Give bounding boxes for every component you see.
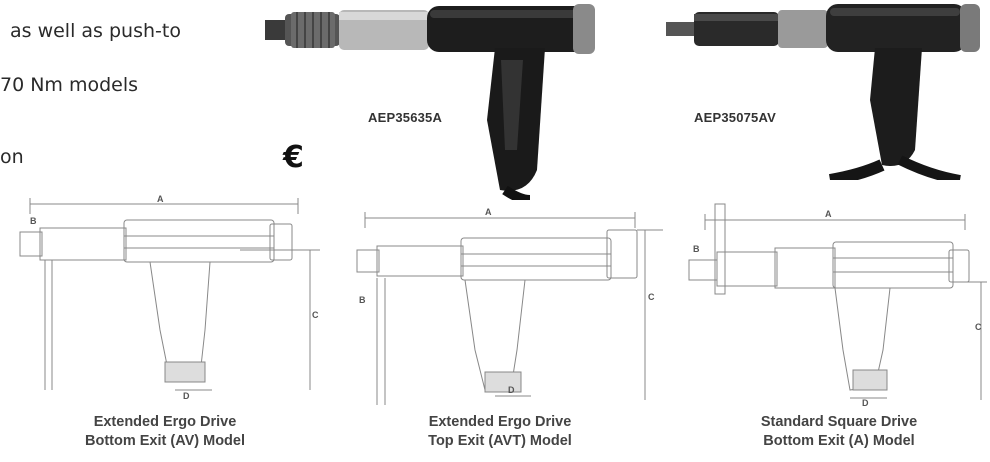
dim-label-b: B [30,216,37,226]
ce-mark: € [283,140,304,175]
caption-a-line-1: Standard Square Drive [760,414,918,430]
caption-av-line-2: Bottom Exit (AV) Model [84,433,246,449]
dim-label-c: C [975,322,982,332]
drawing-a-model: A B C D [688,203,987,408]
caption-avt-model: Extended Ergo Drive Top Exit (AVT) Model [405,413,595,451]
tool-photo-aep35635a [265,4,595,200]
caption-av-model: Extended Ergo Drive Bottom Exit (AV) Mod… [70,413,260,451]
drawing-avt-model: A B C D [356,207,663,405]
caption-avt-line-2: Top Exit (AVT) Model [428,433,572,449]
dim-label-d: D [862,398,869,408]
dim-label-b: B [693,244,700,254]
feature-line-1: as well as push-to [10,20,181,42]
photo-label-aep35635a: AEP35635A [368,110,443,125]
caption-av-line-1: Extended Ergo Drive [93,414,237,430]
dim-label-c: C [648,292,655,302]
dim-label-b: B [359,295,366,305]
caption-a-line-2: Bottom Exit (A) Model [763,433,915,449]
feature-line-3: on [0,146,24,168]
dim-label-d: D [183,391,190,400]
dim-label-a: A [157,194,164,204]
photo-label-aep35075av: AEP35075AV [694,110,776,125]
caption-a-model: Standard Square Drive Bottom Exit (A) Mo… [744,413,934,451]
drawing-av-model: A B C D [19,194,320,400]
caption-avt-line-1: Extended Ergo Drive [428,414,572,430]
feature-line-2: 70 Nm models [0,74,139,96]
tool-photo-aep35075av [666,4,980,180]
dim-label-a: A [825,209,832,219]
dim-label-c: C [312,310,319,320]
dim-label-d: D [508,385,515,395]
dim-label-a: A [485,207,492,217]
